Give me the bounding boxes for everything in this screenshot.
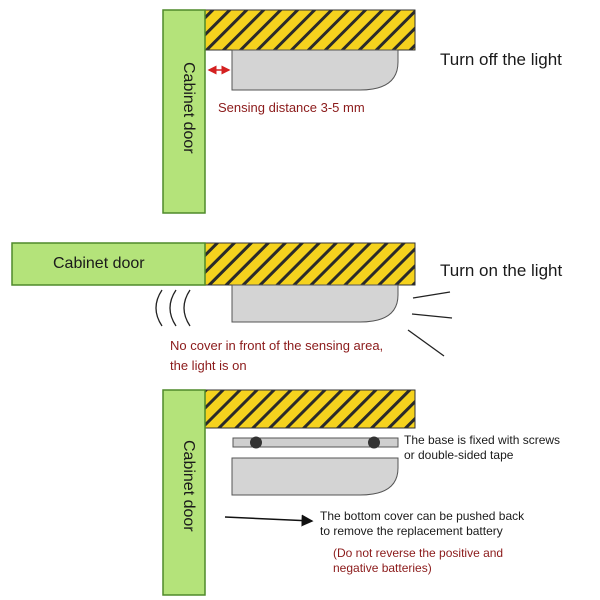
mounting-base — [232, 437, 399, 448]
sensing-wave-icon — [155, 289, 191, 327]
light-rays-icon — [407, 291, 453, 357]
panel3-sensor-light — [231, 457, 399, 496]
battery-warning-line1: (Do not reverse the positive and — [333, 546, 504, 560]
panel2-status: Turn on the light — [440, 261, 563, 280]
battery-warning-line2: negative batteries) — [333, 561, 432, 575]
panel1-sensor-light — [231, 49, 399, 91]
panel3-cabinet-top — [204, 389, 416, 429]
panel3-cabinet-door — [162, 389, 206, 596]
panel1-door-label: Cabinet door — [180, 62, 197, 154]
panel2-cabinet-top — [204, 242, 416, 286]
screw-right-icon — [368, 436, 380, 449]
panel2-sensor-light — [231, 284, 399, 323]
panel2-note-line2: the light is on — [170, 358, 247, 373]
base-fixing-line2: or double-sided tape — [404, 448, 514, 462]
base-fixing-line1: The base is fixed with screws — [404, 433, 561, 447]
cover-note-line1: The bottom cover can be pushed back — [320, 509, 525, 523]
push-back-arrow — [224, 514, 314, 527]
panel3-door-label: Cabinet door — [180, 440, 197, 532]
panel1-cabinet-top — [204, 9, 416, 51]
panel1-status: Turn off the light — [440, 50, 562, 69]
panel2-door-label: Cabinet door — [53, 255, 145, 272]
screw-left-icon — [250, 436, 262, 449]
cover-note-line2: to remove the replacement battery — [320, 524, 503, 538]
panel1-sensing-note: Sensing distance 3-5 mm — [218, 100, 365, 115]
panel2-note-line1: No cover in front of the sensing area, — [170, 338, 384, 353]
panel1-cabinet-door — [162, 9, 206, 214]
panel2-cabinet-door — [11, 242, 206, 286]
